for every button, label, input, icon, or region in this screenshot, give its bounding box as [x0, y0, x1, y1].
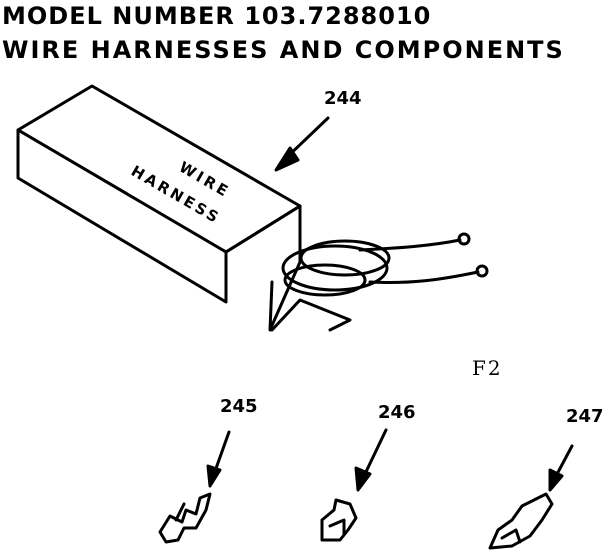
wire-coil-1 — [281, 244, 389, 292]
callout-arrow-245 — [212, 430, 231, 476]
wire-lead-1 — [358, 238, 462, 252]
wire-lead-2 — [368, 270, 480, 285]
callout-247: 247 — [566, 406, 604, 427]
callout-arrowhead-244 — [274, 146, 300, 172]
callout-246: 246 — [378, 402, 416, 423]
terminal-245 — [158, 492, 212, 544]
section-title: WIRE HARNESSES AND COMPONENTS — [2, 36, 565, 64]
model-number-heading: MODEL NUMBER 103.7288010 — [2, 2, 432, 30]
callout-arrow-246 — [362, 428, 388, 478]
harness-box-front — [16, 128, 228, 304]
wire-terminal-ring-1 — [457, 232, 471, 246]
callout-244: 244 — [324, 88, 362, 109]
callout-arrowhead-245 — [206, 464, 222, 488]
terminal-246 — [320, 498, 358, 542]
terminal-247 — [488, 492, 554, 550]
callout-arrowhead-246 — [354, 466, 372, 492]
callout-arrowhead-247 — [548, 468, 564, 492]
harness-box-flap-lower — [270, 298, 352, 332]
wire-terminal-ring-2 — [475, 264, 489, 278]
wire-coil-3 — [283, 263, 367, 297]
harness-box-flap — [224, 204, 302, 332]
figure-label: F2 — [472, 356, 503, 380]
wire-coil-2 — [299, 239, 391, 277]
callout-arrow-247 — [554, 444, 574, 478]
callout-245: 245 — [220, 396, 258, 417]
